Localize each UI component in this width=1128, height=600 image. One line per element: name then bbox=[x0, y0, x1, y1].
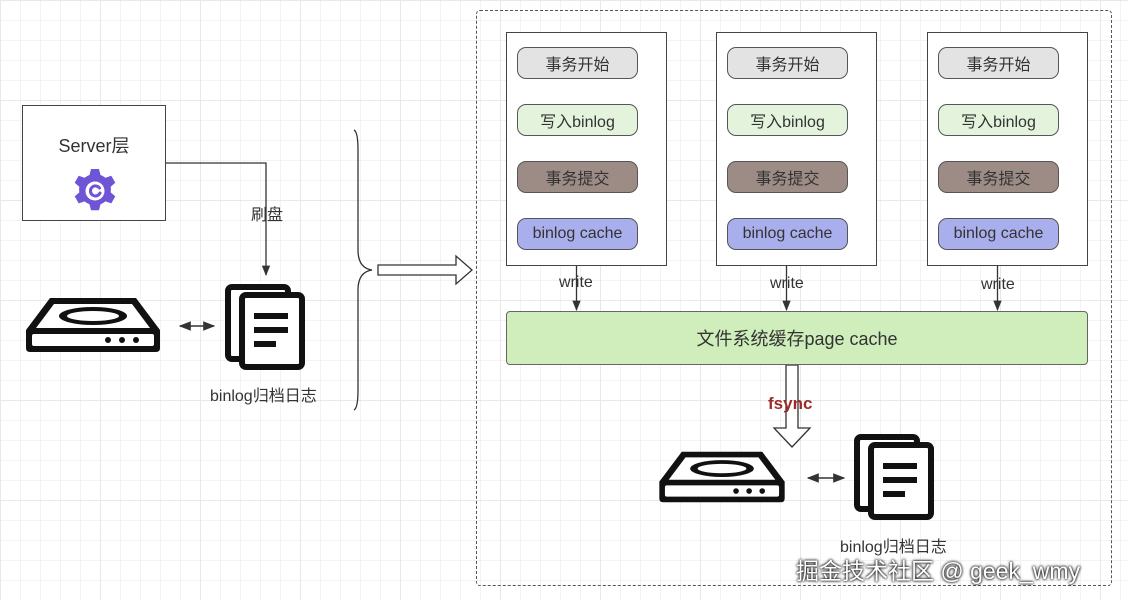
transaction-frame-3: 事务开始 写入binlog 事务提交 binlog cache bbox=[927, 32, 1088, 266]
fsync-arrow bbox=[772, 364, 812, 448]
transaction-frame-1: 事务开始 写入binlog 事务提交 binlog cache bbox=[506, 32, 667, 266]
transaction-frame-2: 事务开始 写入binlog 事务提交 binlog cache bbox=[716, 32, 877, 266]
watermark: 掘金技术社区 @ geek_wmy bbox=[796, 558, 1081, 584]
flush-arrow bbox=[166, 162, 271, 277]
write-label-3: write bbox=[981, 276, 1015, 293]
binlog-cache-node: binlog cache bbox=[938, 218, 1059, 250]
brace bbox=[353, 129, 373, 411]
block-arrow-right bbox=[377, 254, 473, 286]
flush-process-frame bbox=[476, 10, 1112, 586]
archive-label-right: binlog归档日志 bbox=[840, 539, 947, 556]
fsync-label: fsync bbox=[768, 394, 813, 413]
write-binlog-node: 写入binlog bbox=[727, 104, 848, 136]
txn-commit-node: 事务提交 bbox=[727, 161, 848, 193]
document-stack-icon-right bbox=[854, 434, 934, 520]
txn-commit-node: 事务提交 bbox=[517, 161, 638, 193]
hard-disk-icon-left bbox=[26, 298, 160, 352]
binlog-cache-node: binlog cache bbox=[517, 218, 638, 250]
txn-start-node: 事务开始 bbox=[727, 47, 848, 79]
server-layer-box: Server层 bbox=[22, 105, 166, 221]
write-label-2: write bbox=[770, 275, 804, 292]
flush-label: 刷盘 bbox=[251, 207, 284, 224]
archive-label-left: binlog归档日志 bbox=[210, 388, 317, 405]
txn-start-node: 事务开始 bbox=[938, 47, 1059, 79]
txn-start-node: 事务开始 bbox=[517, 47, 638, 79]
gear-icon bbox=[74, 169, 116, 211]
txn-commit-node: 事务提交 bbox=[938, 161, 1059, 193]
write-binlog-node: 写入binlog bbox=[938, 104, 1059, 136]
write-binlog-node: 写入binlog bbox=[517, 104, 638, 136]
page-cache-box: 文件系统缓存page cache bbox=[506, 311, 1088, 365]
server-title: Server层 bbox=[58, 136, 130, 156]
write-label-1: write bbox=[559, 274, 593, 291]
hard-disk-icon-right bbox=[659, 451, 785, 503]
document-stack-icon-left bbox=[225, 284, 305, 370]
binlog-cache-node: binlog cache bbox=[727, 218, 848, 250]
